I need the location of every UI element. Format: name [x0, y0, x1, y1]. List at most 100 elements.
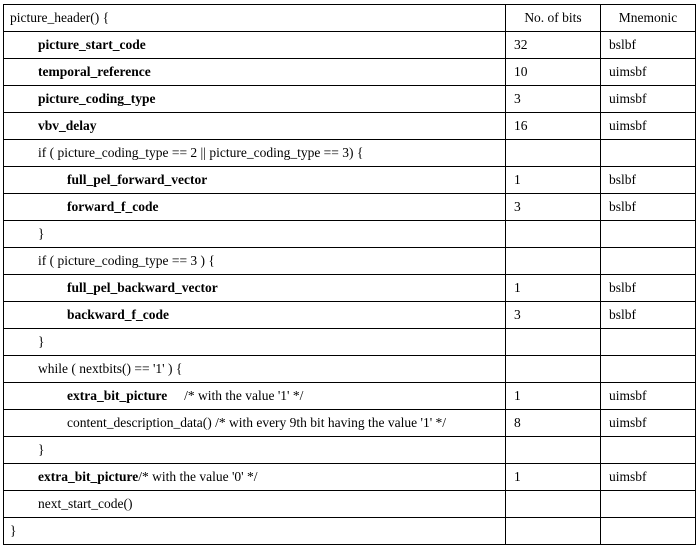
table-row: } [3, 436, 696, 464]
bits-cell: 16 [505, 112, 601, 140]
table-row: content_description_data() /* with every… [3, 409, 696, 437]
syntax-cell: full_pel_backward_vector [3, 274, 506, 302]
syntax-text: /* with the value '0' */ [138, 469, 258, 485]
table-row: if ( picture_coding_type == 3 ) { [3, 247, 696, 275]
bits-cell: 8 [505, 409, 601, 437]
syntax-cell: } [3, 436, 506, 464]
syntax-cell: } [3, 517, 506, 545]
syntax-text: if ( picture_coding_type == 2 || picture… [38, 145, 364, 161]
mnemonic-cell: uimsbf [600, 85, 696, 113]
table-header-row: picture_header() { No. of bits Mnemonic [3, 4, 696, 32]
syntax-element-name: full_pel_backward_vector [67, 280, 218, 296]
header-mnemonic-cell: Mnemonic [600, 4, 696, 32]
syntax-text: } [10, 523, 17, 539]
mnemonic-cell [600, 436, 696, 464]
syntax-cell: vbv_delay [3, 112, 506, 140]
syntax-element-name: picture_start_code [38, 37, 146, 53]
picture-header-syntax-table: picture_header() { No. of bits Mnemonic … [3, 4, 696, 545]
syntax-cell: if ( picture_coding_type == 3 ) { [3, 247, 506, 275]
mnemonic-cell: uimsbf [600, 382, 696, 410]
syntax-text: } [38, 226, 45, 242]
syntax-cell: extra_bit_picture/* with the value '0' *… [3, 463, 506, 491]
syntax-element-name: extra_bit_picture [38, 469, 139, 485]
table-row: next_start_code() [3, 490, 696, 518]
syntax-element-name: full_pel_forward_vector [67, 172, 208, 188]
syntax-cell: while ( nextbits() == '1' ) { [3, 355, 506, 383]
bits-cell [505, 328, 601, 356]
bits-cell: 3 [505, 193, 601, 221]
mnemonic-cell: bslbf [600, 31, 696, 59]
syntax-cell: if ( picture_coding_type == 2 || picture… [3, 139, 506, 167]
mnemonic-cell: bslbf [600, 301, 696, 329]
mnemonic-cell [600, 355, 696, 383]
syntax-element-name: temporal_reference [38, 64, 151, 80]
bits-cell [505, 247, 601, 275]
mnemonic-cell [600, 517, 696, 545]
syntax-cell: picture_coding_type [3, 85, 506, 113]
mnemonic-cell [600, 247, 696, 275]
bits-cell [505, 355, 601, 383]
bits-cell [505, 436, 601, 464]
bits-cell [505, 220, 601, 248]
mnemonic-cell [600, 220, 696, 248]
syntax-element-name: forward_f_code [67, 199, 159, 215]
mnemonic-cell: uimsbf [600, 409, 696, 437]
syntax-text: next_start_code() [38, 496, 133, 512]
syntax-text: } [38, 334, 45, 350]
syntax-cell: content_description_data() /* with every… [3, 409, 506, 437]
bits-cell: 1 [505, 382, 601, 410]
table-row: extra_bit_picture /* with the value '1' … [3, 382, 696, 410]
mnemonic-cell: uimsbf [600, 58, 696, 86]
bits-cell: 1 [505, 166, 601, 194]
syntax-cell: backward_f_code [3, 301, 506, 329]
mnemonic-cell [600, 139, 696, 167]
bits-cell [505, 490, 601, 518]
syntax-element-name: picture_coding_type [38, 91, 156, 107]
table-row: if ( picture_coding_type == 2 || picture… [3, 139, 696, 167]
syntax-text: while ( nextbits() == '1' ) { [38, 361, 183, 377]
mnemonic-cell: bslbf [600, 274, 696, 302]
bits-cell: 3 [505, 85, 601, 113]
syntax-text: content_description_data() /* with every… [67, 415, 447, 431]
header-syntax-cell: picture_header() { [3, 4, 506, 32]
syntax-cell: full_pel_forward_vector [3, 166, 506, 194]
syntax-element-name: backward_f_code [67, 307, 169, 323]
bits-cell: 10 [505, 58, 601, 86]
bits-cell: 3 [505, 301, 601, 329]
header-bits-cell: No. of bits [505, 4, 601, 32]
bits-cell [505, 517, 601, 545]
table-row: while ( nextbits() == '1' ) { [3, 355, 696, 383]
syntax-cell: forward_f_code [3, 193, 506, 221]
syntax-text: /* with the value '1' */ [167, 388, 304, 404]
mnemonic-cell: uimsbf [600, 112, 696, 140]
table-row: } [3, 328, 696, 356]
syntax-element-name: vbv_delay [38, 118, 97, 134]
syntax-element-name: extra_bit_picture [67, 388, 168, 404]
bits-cell [505, 139, 601, 167]
syntax-cell: } [3, 220, 506, 248]
mnemonic-cell: bslbf [600, 193, 696, 221]
syntax-cell: extra_bit_picture /* with the value '1' … [3, 382, 506, 410]
mnemonic-cell: uimsbf [600, 463, 696, 491]
table-row: extra_bit_picture/* with the value '0' *… [3, 463, 696, 491]
syntax-text: } [38, 442, 45, 458]
mnemonic-cell [600, 490, 696, 518]
table-row: } [3, 220, 696, 248]
syntax-cell: } [3, 328, 506, 356]
syntax-cell: next_start_code() [3, 490, 506, 518]
table-row: } [3, 517, 696, 545]
syntax-cell: temporal_reference [3, 58, 506, 86]
mnemonic-cell [600, 328, 696, 356]
bits-cell: 32 [505, 31, 601, 59]
syntax-text: if ( picture_coding_type == 3 ) { [38, 253, 215, 269]
